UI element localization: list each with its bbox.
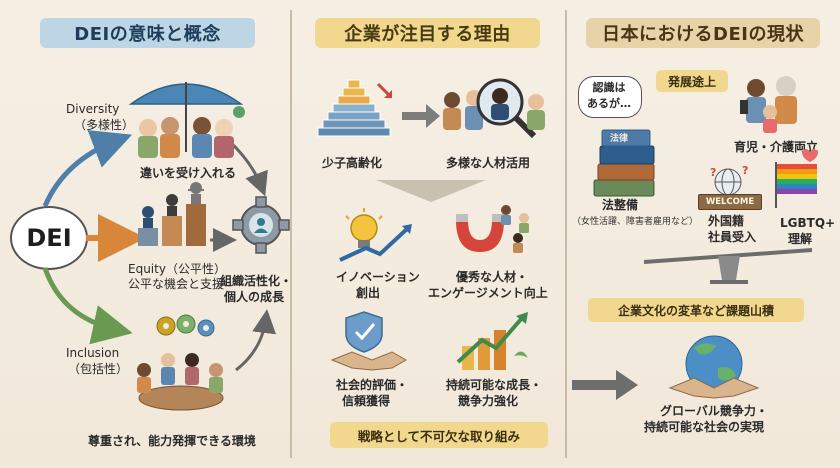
talent-line1: 優秀な人材・ [456,270,529,284]
handshake-shield-icon [330,311,408,371]
goal-line1: グローバル競争力・ [660,404,768,418]
innovation-line2: 創出 [356,286,381,300]
dei-center-circle: DEI [10,206,88,270]
outcome-line1: 組織活性化・ [220,274,293,288]
svg-text:?: ? [710,166,716,179]
reasons-section-title: 企業が注目する理由 [315,18,540,48]
globe-handshake-illustration [668,335,760,399]
dei-arrows [42,130,277,372]
talent-line2: エンゲージメント向上 [428,286,548,300]
inclusion-meeting-illustration [137,314,224,411]
talent-magnet-icon [456,205,529,253]
law-note: （女性活躍、障害者雇用など） [572,217,699,227]
dei-section-title: DEIの意味と概念 [40,18,255,48]
issues-banner: 企業文化の変革など課題山積 [588,298,804,322]
social-line2: 信頼獲得 [342,394,391,408]
inclusion-caption: 尊重され、能力発揮できる環境 [88,434,256,448]
strategy-banner: 戦略として不可欠な取り組み [330,422,548,448]
section-divider-2 [565,10,567,458]
innovation-bulb-icon [339,208,412,262]
book-label: 法律 [610,134,629,144]
bubble-line2: あるが… [587,97,631,110]
social-line1: 社会的評価・ [336,378,409,392]
inclusion-label: Inclusion [66,346,120,360]
lgbtq-line2: 理解 [788,232,813,246]
equity-caption: 公平な機会と支援 [128,277,225,291]
equity-podium-illustration [138,182,206,246]
foreign-line2: 社員受入 [708,230,757,244]
aging-label: 少子高齢化 [322,156,383,170]
diverse-talent-magnifier-illustration [443,78,545,139]
diversity-caption: 違いを受け入れる [140,166,237,180]
diversity-label: Diversity [66,102,120,116]
lgbtq-line1: LGBTQ+ [780,216,836,230]
bubble-line1: 認識は [592,81,626,94]
svg-text:?: ? [742,164,748,177]
childcare-family-illustration [740,76,797,133]
goal-line2: 持続可能な社会の実現 [644,420,765,434]
innovation-line1: イノベーション [336,270,420,284]
inclusion-jp-label: （包括性） [68,362,129,376]
law-label: 法整備 [602,198,639,212]
section-divider-1 [290,10,292,458]
down-chevron-icon [376,180,486,202]
gear-person-icon [232,196,290,254]
diversity-jp-label: （多様性） [74,118,135,132]
outcome-line2: 個人の成長 [224,290,285,304]
growth-line2: 競争力強化 [458,394,519,408]
right-arrow-icon [402,104,440,128]
equity-label: Equity（公平性） [128,262,226,276]
welcome-sign: WELCOME [698,194,762,210]
growth-chart-icon [456,312,528,370]
aging-pyramid-chart [317,79,392,137]
japan-section-title: 日本におけるDEIの現状 [586,18,820,48]
goal-arrow-icon [572,370,638,400]
speech-bubble [578,76,642,118]
diverse-talent-label: 多様な人材活用 [446,156,531,170]
law-books-illustration [593,129,655,197]
developing-badge: 発展途上 [656,70,728,92]
balance-scale-illustration [643,248,813,284]
foreign-line1: 外国籍 [708,214,745,228]
childcare-label: 育児・介護両立 [734,140,819,154]
rainbow-flag-icon [775,149,818,208]
growth-line1: 持続可能な成長・ [446,378,543,392]
diversity-umbrella-illustration [128,82,245,158]
